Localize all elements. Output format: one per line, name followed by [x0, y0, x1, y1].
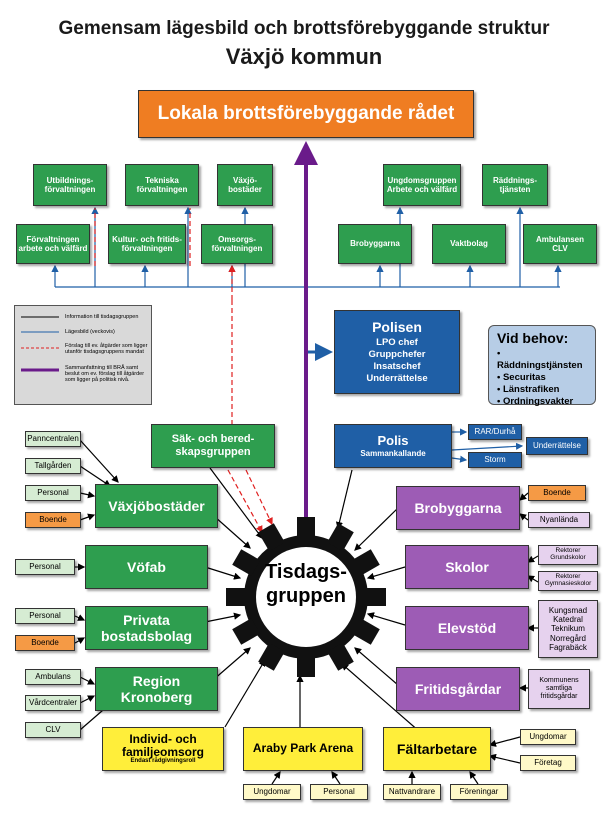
personal-box: Personal — [15, 608, 75, 624]
fritidsgardar-node: Fritidsgårdar — [396, 667, 520, 711]
ungdomsgruppen-box: Ungdomsgruppen Arbete och välfärd — [383, 164, 461, 206]
privata-node: Privata bostadsbolag — [85, 606, 208, 650]
polisen-line-4: Underrättelse — [366, 372, 428, 384]
skolor-node: Skolor — [405, 545, 529, 589]
polis-title: Polis — [377, 432, 409, 448]
legend-item-info: Information till tisdagsgruppen — [65, 314, 139, 320]
tisdagsgruppen-label: Tisdags- gruppen — [265, 561, 347, 607]
page-subtitle: Växjö kommun — [225, 44, 383, 69]
individ-sub: Endast rådgivningsroll — [130, 758, 196, 765]
region-node: Region Kronoberg — [95, 667, 218, 711]
polis-sub: Sammankallande — [360, 448, 426, 458]
ungdomar-box: Ungdomar — [243, 784, 301, 800]
council-box: Lokala brottsförebyggande rådet — [138, 90, 474, 138]
vid-behov-item: • Länstrafiken — [497, 383, 560, 395]
boende-box: Boende — [25, 512, 81, 528]
rektorer-gym-box: Rektorer Gymnasieskolor — [538, 571, 598, 591]
individ-node: Individ- och familjeomsorg Endast rådgiv… — [102, 727, 224, 771]
vid-behov-item: • Räddningstjänsten — [497, 348, 583, 371]
vid-behov-title: Vid behov: — [497, 330, 569, 346]
individ-label: Individ- och familjeomsorg — [121, 731, 205, 759]
polisen-line-2: Gruppchefer — [368, 349, 426, 361]
polisen-box: Polisen LPO chef Gruppchefer Insatschef … — [334, 310, 460, 394]
elevstod-node: Elevstöd — [405, 606, 529, 650]
ungdomar-box: Ungdomar — [520, 729, 576, 745]
elevstod-list-box: Kungsmad Katedral Teknikum Norregård Fag… — [538, 600, 598, 658]
gear-icon — [226, 517, 386, 677]
legend-item-lagesbild: Lägesbild (veckovis) — [65, 329, 115, 335]
storm-box: Storm — [468, 452, 522, 468]
boende-box: Boende — [528, 485, 586, 501]
personal-box: Personal — [25, 485, 81, 501]
omsorg-box: Omsorgs- förvaltningen — [201, 224, 273, 264]
vaxjobostader-node: Växjöbostäder — [95, 484, 218, 528]
personal-box: Personal — [15, 559, 75, 575]
arbete-box: Förvaltningen arbete och välfärd — [16, 224, 90, 264]
nyanlanda-box: Nyanlända — [528, 512, 590, 528]
panncentralen-box: Panncentralen — [25, 431, 81, 447]
tekniska-box: Tekniska förvaltningen — [125, 164, 199, 206]
rektorer-grund-box: Rektorer Grundskolor — [538, 545, 598, 565]
araby-node: Araby Park Arena — [243, 727, 363, 771]
vid-behov-item: • Ordningsvakter — [497, 395, 574, 407]
sak-box: Säk- och bered- skapsgruppen — [151, 424, 275, 468]
kultur-box: Kultur- och fritids- förvaltningen — [108, 224, 186, 264]
polis-box: Polis Sammankallande — [334, 424, 452, 468]
vid-behov-box: Vid behov: • Räddningstjänsten • Securit… — [488, 325, 596, 407]
personal-box: Personal — [310, 784, 368, 800]
page-title: Gemensam lägesbild och brottsförebyggand… — [58, 18, 550, 39]
foretag-box: Företag — [520, 755, 576, 771]
legend-item-sammanfattning: Sammanfattning till BRÅ samt beslut om e… — [65, 365, 145, 384]
vardcentraler-box: Vårdcentraler — [25, 695, 81, 711]
brobyggarna-top-box: Brobyggarna — [338, 224, 412, 264]
ambulans-box: Ambulans — [25, 669, 81, 685]
ambulansen-box: Ambulansen CLV — [523, 224, 597, 264]
tallgarden-box: Tallgården — [25, 458, 81, 474]
vid-behov-item: • Securitas — [497, 371, 546, 383]
kommunens-box: Kommunens samtliga fritidsgårdar — [528, 669, 590, 709]
legend-item-forslag: Förslag till ev. åtgärder som ligger uta… — [65, 343, 148, 356]
boende-box: Boende — [15, 635, 75, 651]
polisen-line-1: LPO chef — [376, 337, 418, 349]
faltarbetare-node: Fältarbetare — [383, 727, 491, 771]
polisen-title: Polisen — [372, 319, 422, 336]
rar-box: RAR/Durhå — [468, 424, 522, 440]
foreningar-box: Föreningar — [450, 784, 508, 800]
vaktbolag-box: Vaktbolag — [432, 224, 506, 264]
clv-box: CLV — [25, 722, 81, 738]
underrattelse-box: Underrättelse — [526, 437, 588, 455]
brobyggarna-node: Brobyggarna — [396, 486, 520, 530]
vaxjo-bostader-box: Växjö- bostäder — [217, 164, 273, 206]
legend: Information till tisdagsgruppen Lägesbil… — [14, 305, 152, 405]
utbildning-box: Utbildnings- förvaltningen — [33, 164, 107, 206]
raddning-box: Räddnings- tjänsten — [482, 164, 548, 206]
nattvandrare-box: Nattvandrare — [383, 784, 441, 800]
polisen-line-3: Insatschef — [373, 361, 421, 373]
vofab-node: Vöfab — [85, 545, 208, 589]
